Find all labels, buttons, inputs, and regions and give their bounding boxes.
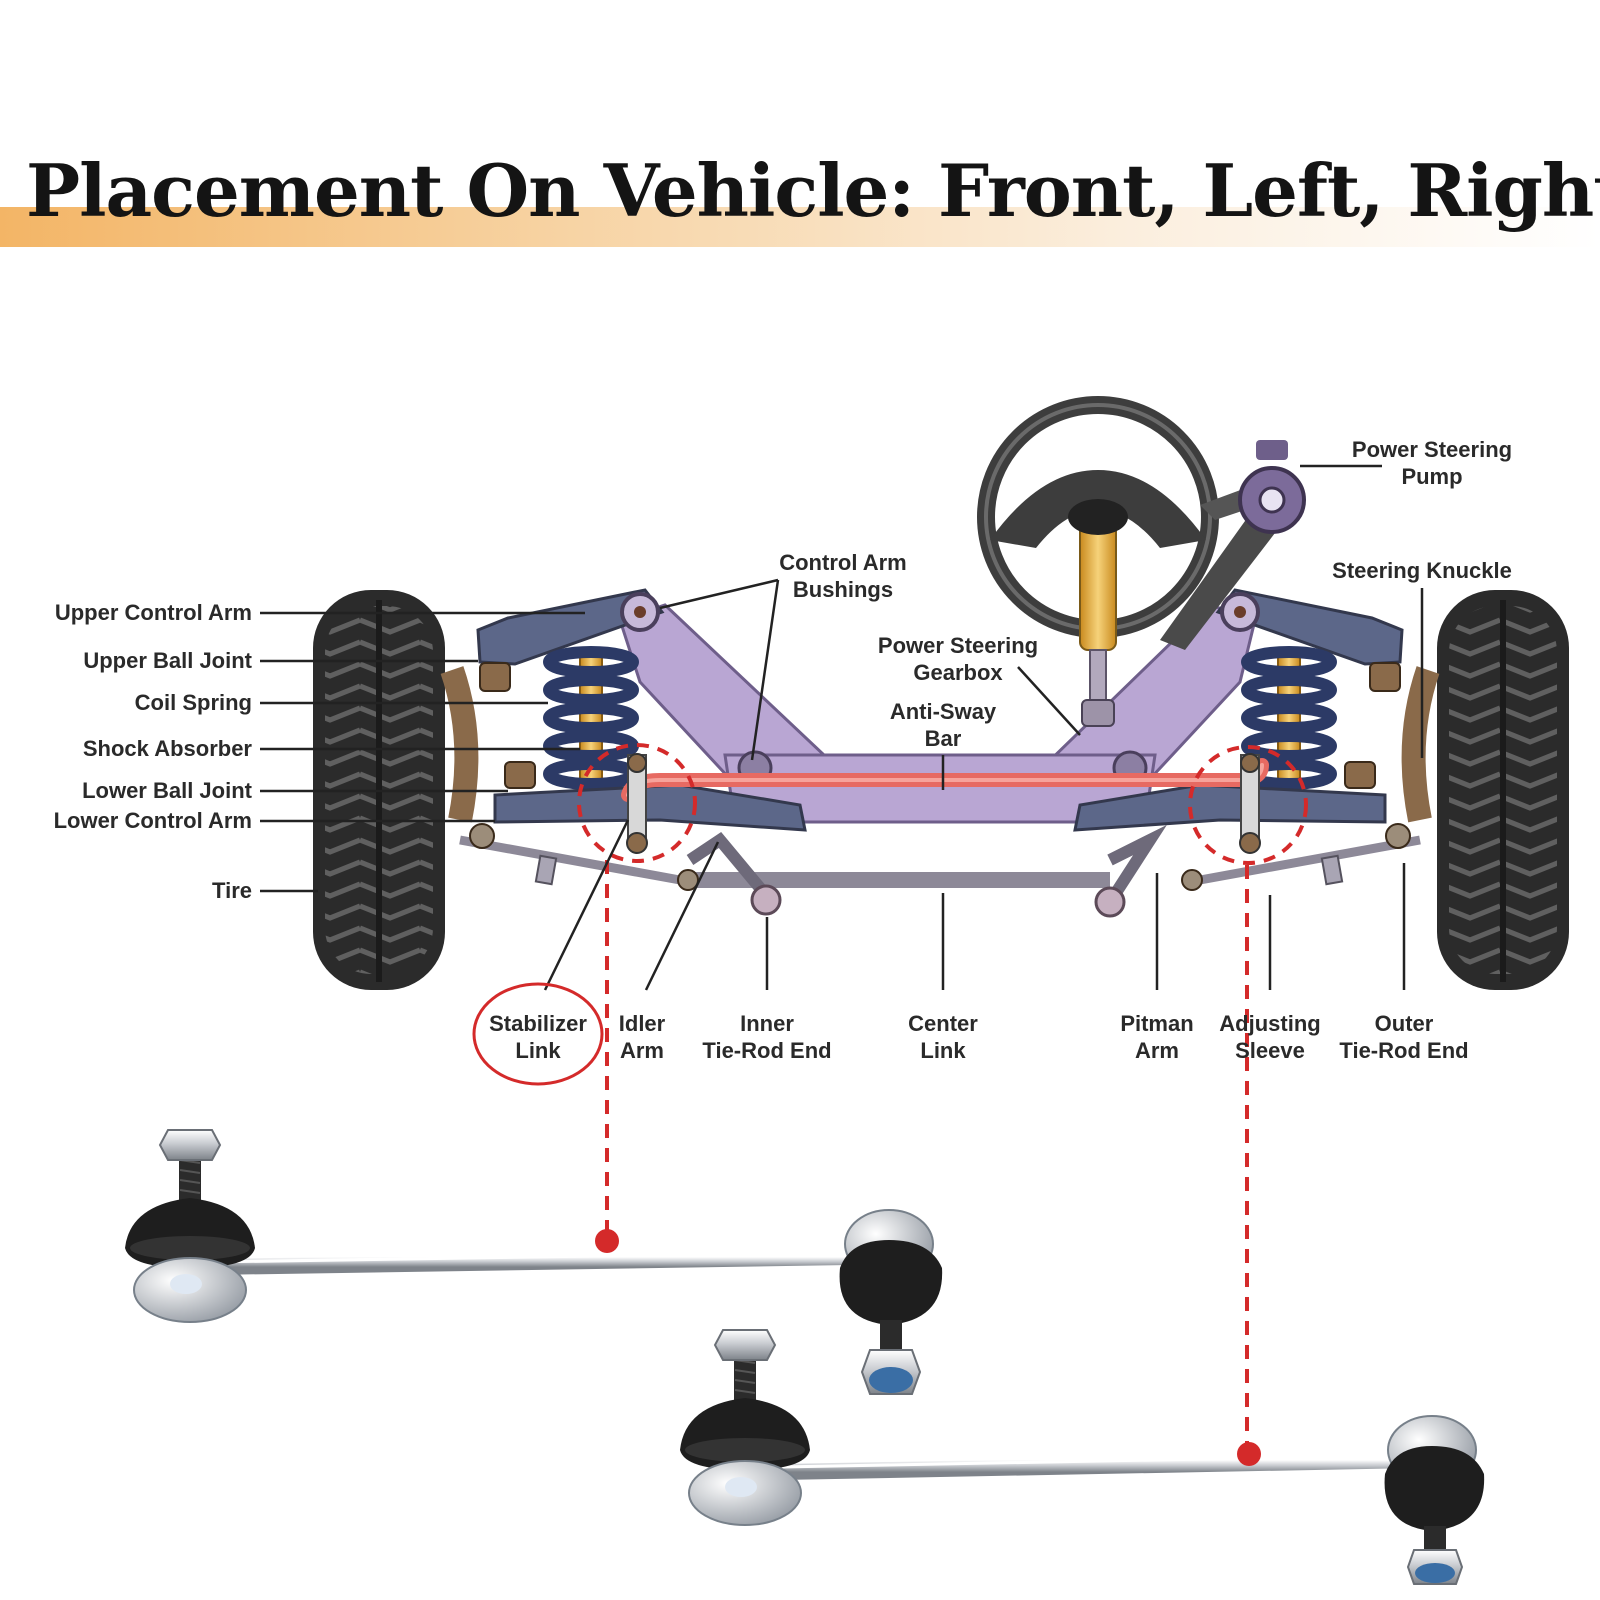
stabilizer-link-left [626, 753, 648, 854]
upper-control-arm-right [1215, 588, 1404, 666]
label-lower-ball-joint: Lower Ball Joint [82, 778, 253, 803]
label-power-steering-pump-2: Pump [1401, 464, 1462, 489]
label-idler-arm-2: Arm [620, 1038, 664, 1063]
label-center-link-1: Center [908, 1011, 978, 1036]
stabilizer-link-left-product [125, 1129, 943, 1395]
label-pitman-arm-1: Pitman [1120, 1011, 1193, 1036]
label-shock-absorber: Shock Absorber [83, 736, 253, 761]
label-inner-tie-rod-end-2: Tie-Rod End [702, 1038, 831, 1063]
label-idler-arm-1: Idler [619, 1011, 666, 1036]
label-anti-sway-bar-1: Anti-Sway [890, 699, 997, 724]
highlight-markers [577, 743, 1308, 1450]
label-upper-control-arm: Upper Control Arm [55, 600, 252, 625]
leader-lines [260, 464, 1424, 991]
ball-joints [479, 662, 1401, 789]
label-control-arm-bushings-2: Bushings [793, 577, 893, 602]
steering-linkage [459, 823, 1421, 918]
label-control-arm-bushings-1: Control Arm [779, 550, 907, 575]
labels: Upper Control Arm Upper Ball Joint Coil … [54, 437, 1513, 1063]
label-lower-control-arm: Lower Control Arm [54, 808, 252, 833]
steering-knuckle-left [440, 666, 479, 823]
marker-dot-right [1237, 1442, 1261, 1466]
upper-control-arm-left [476, 588, 665, 666]
marker-dot-left [595, 1229, 619, 1253]
label-power-steering-gearbox-2: Gearbox [913, 660, 1003, 685]
page-title: Placement On Vehicle: Front, Left, Right [26, 148, 1600, 233]
label-stabilizer-link-1: Stabilizer [489, 1011, 587, 1036]
label-inner-tie-rod-end-1: Inner [740, 1011, 794, 1036]
label-upper-ball-joint: Upper Ball Joint [83, 648, 252, 673]
label-anti-sway-bar-2: Bar [925, 726, 962, 751]
label-adjusting-sleeve-1: Adjusting [1219, 1011, 1320, 1036]
label-tire: Tire [212, 878, 252, 903]
label-stabilizer-link-2: Link [515, 1038, 561, 1063]
label-power-steering-gearbox-1: Power Steering [878, 633, 1038, 658]
tire-right [1437, 590, 1569, 990]
label-center-link-2: Link [920, 1038, 966, 1063]
stabilizer-link-right-product [680, 1329, 1485, 1585]
label-power-steering-pump-1: Power Steering [1352, 437, 1512, 462]
label-pitman-arm-2: Arm [1135, 1038, 1179, 1063]
stabilizer-link-right [1239, 753, 1261, 854]
steering-column [1068, 499, 1128, 727]
coil-spring-left [543, 646, 639, 801]
stabilizer-label-highlight [472, 982, 604, 1086]
title-banner [0, 207, 1600, 247]
power-steering-pump [1160, 440, 1306, 650]
label-coil-spring: Coil Spring [135, 690, 252, 715]
label-outer-tie-rod-end-2: Tie-Rod End [1339, 1038, 1468, 1063]
label-outer-tie-rod-end-1: Outer [1375, 1011, 1434, 1036]
label-adjusting-sleeve-2: Sleeve [1235, 1038, 1305, 1063]
label-steering-knuckle: Steering Knuckle [1332, 558, 1512, 583]
